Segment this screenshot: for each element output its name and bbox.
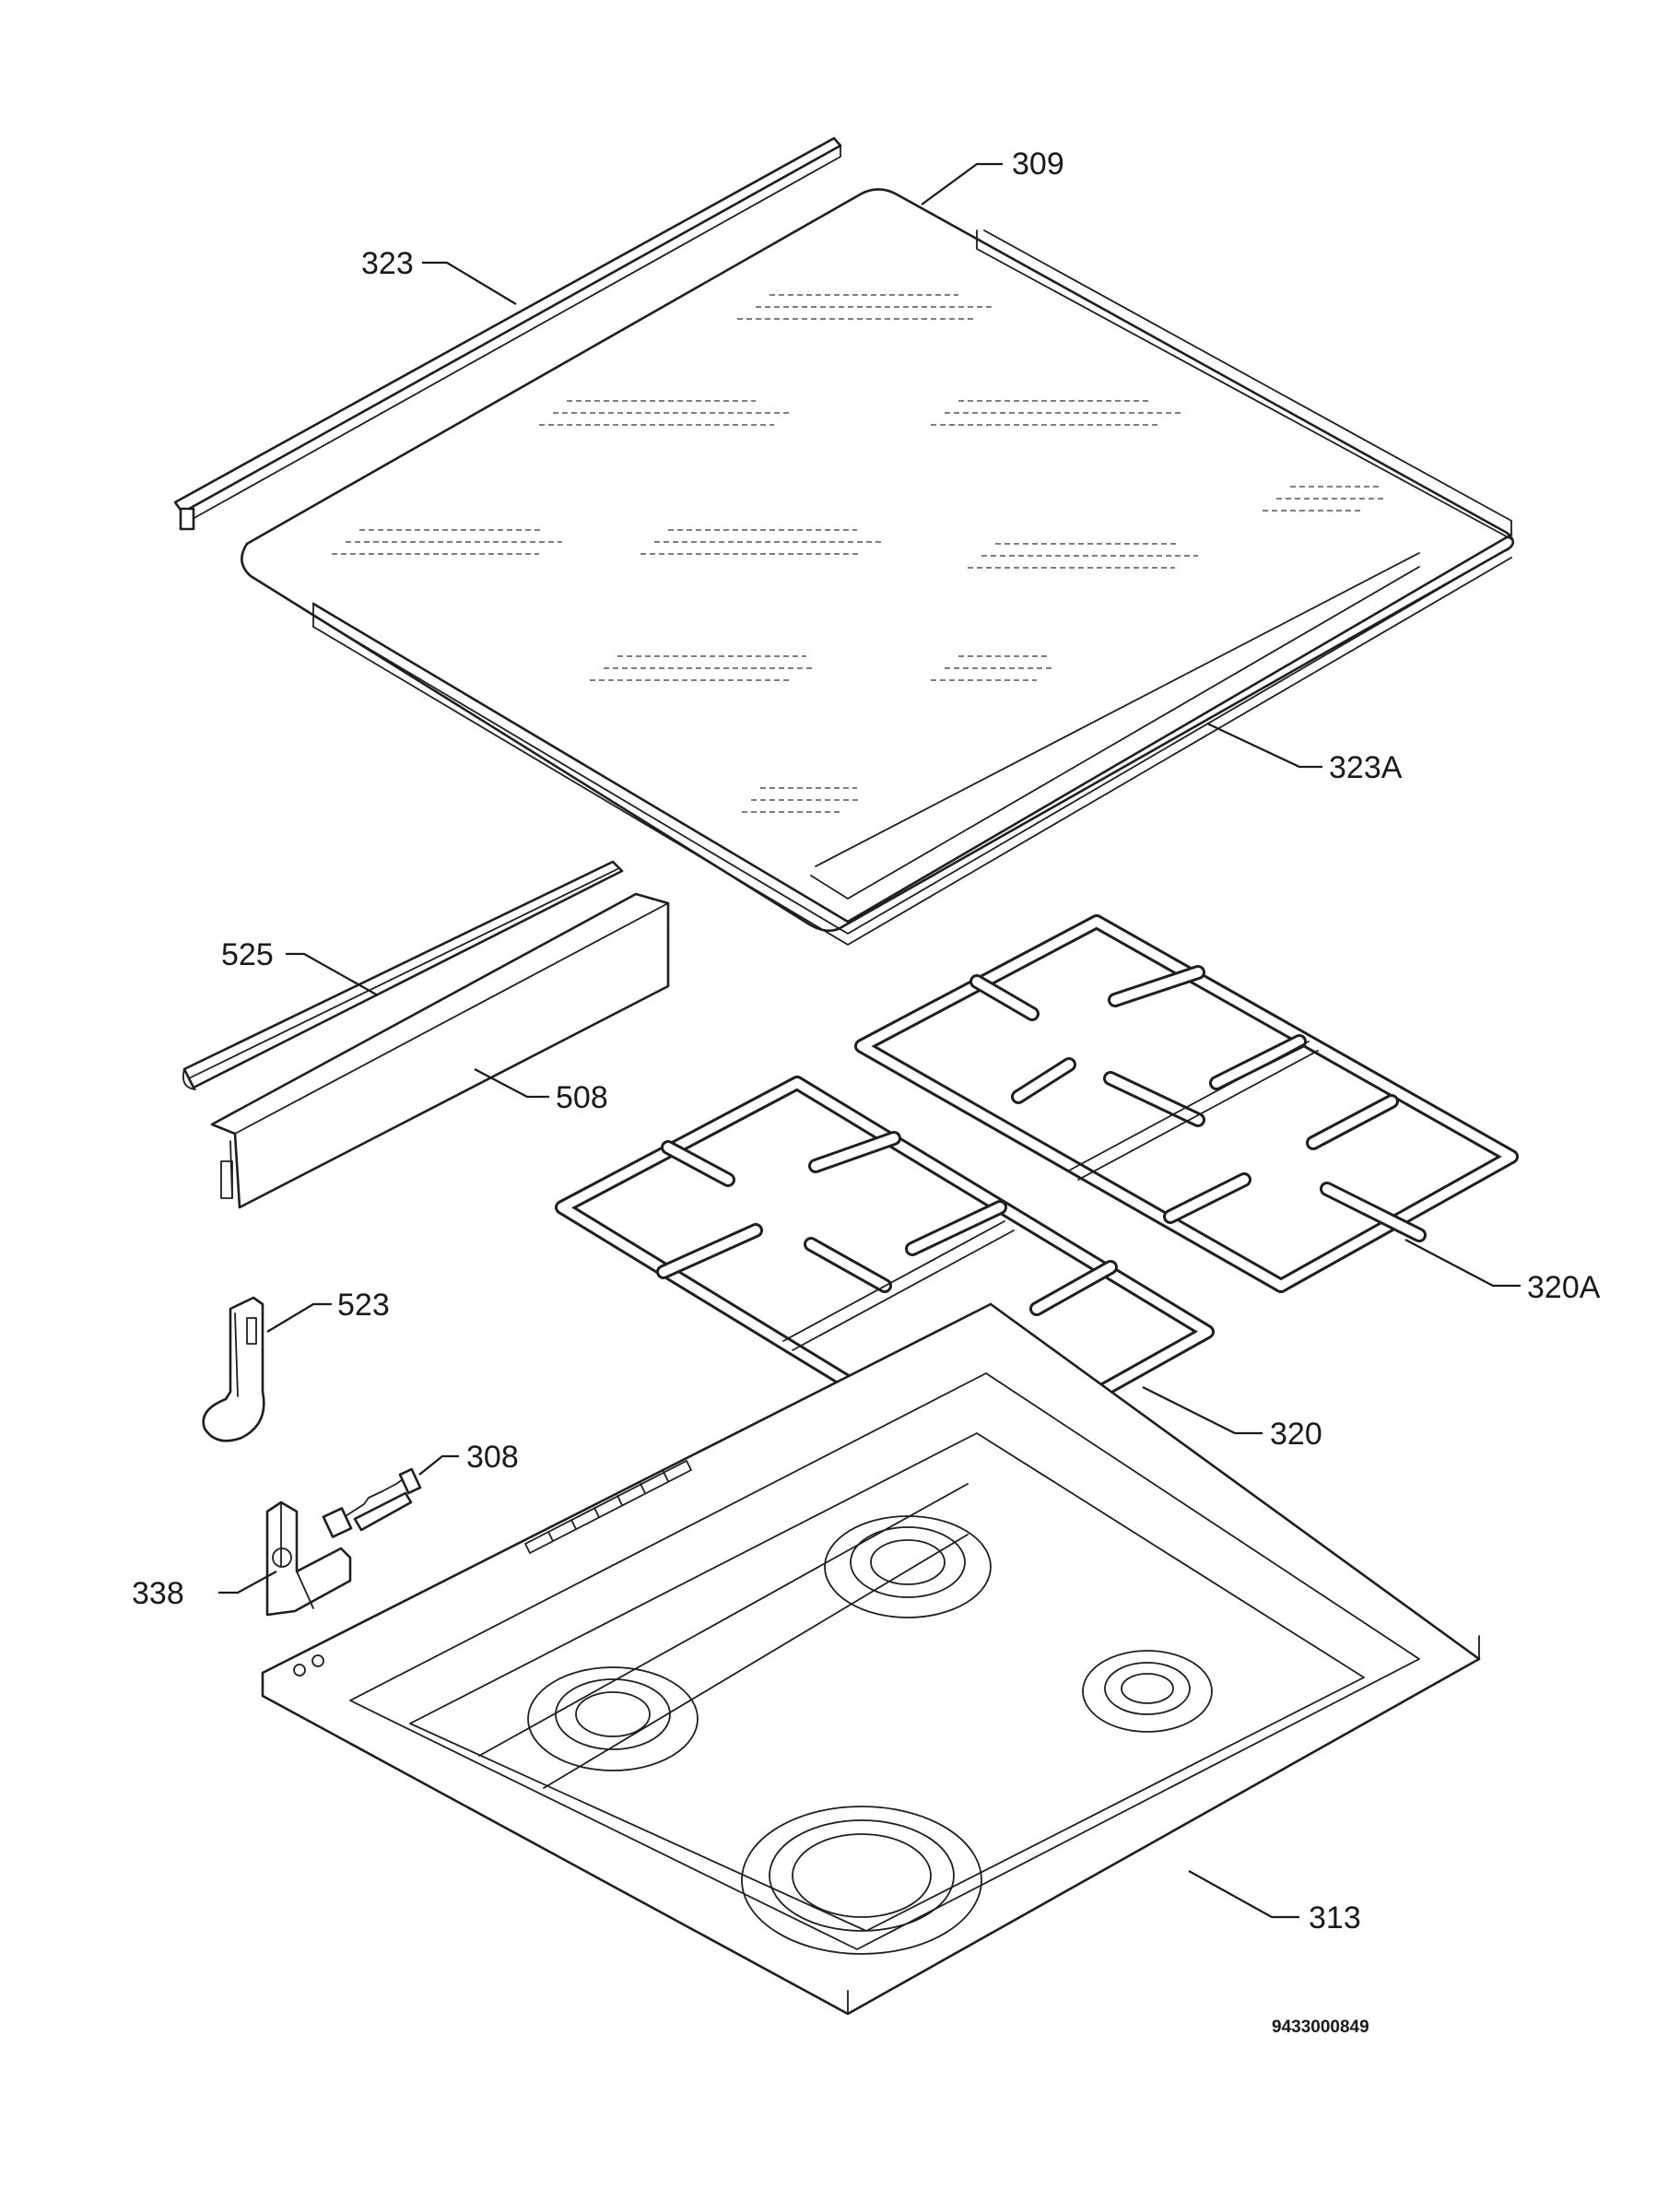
- hob-panel-313: [261, 1302, 1481, 2016]
- spark-plug-308: [322, 1467, 422, 1538]
- callout-309: 309: [1012, 147, 1064, 182]
- pan-support-320A: [854, 914, 1519, 1293]
- vent-slots: [524, 1460, 692, 1554]
- burner-rear-right: [824, 1515, 992, 1618]
- callout-320A: 320A: [1527, 1270, 1601, 1305]
- callout-323A: 323A: [1329, 750, 1403, 785]
- document-id: 9433000849: [1272, 2018, 1369, 2037]
- bracket-338: [265, 1500, 352, 1617]
- callout-525: 525: [221, 937, 274, 972]
- callout-308: 308: [466, 1440, 519, 1475]
- glass-lid-309: [241, 188, 1515, 933]
- callout-508: 508: [556, 1080, 608, 1115]
- burner-front-large: [741, 1806, 982, 1955]
- callout-313: 313: [1309, 1900, 1361, 1936]
- callout-338: 338: [132, 1576, 184, 1611]
- glass-reflection-marks: [332, 294, 1387, 813]
- callout-320: 320: [1270, 1417, 1322, 1452]
- seal-frame-323A: [311, 229, 1513, 946]
- burner-right: [1082, 1650, 1213, 1733]
- callout-523: 523: [337, 1288, 390, 1323]
- support-prongs-320A: [969, 965, 1427, 1242]
- burner-front-left: [527, 1666, 699, 1771]
- front-panel-508: [210, 892, 670, 1209]
- leader-lines: [218, 162, 1521, 1919]
- front-rail-525: [182, 860, 624, 1090]
- trim-strip-323: [173, 136, 842, 531]
- callout-323: 323: [361, 246, 414, 281]
- knob-523: [202, 1296, 265, 1442]
